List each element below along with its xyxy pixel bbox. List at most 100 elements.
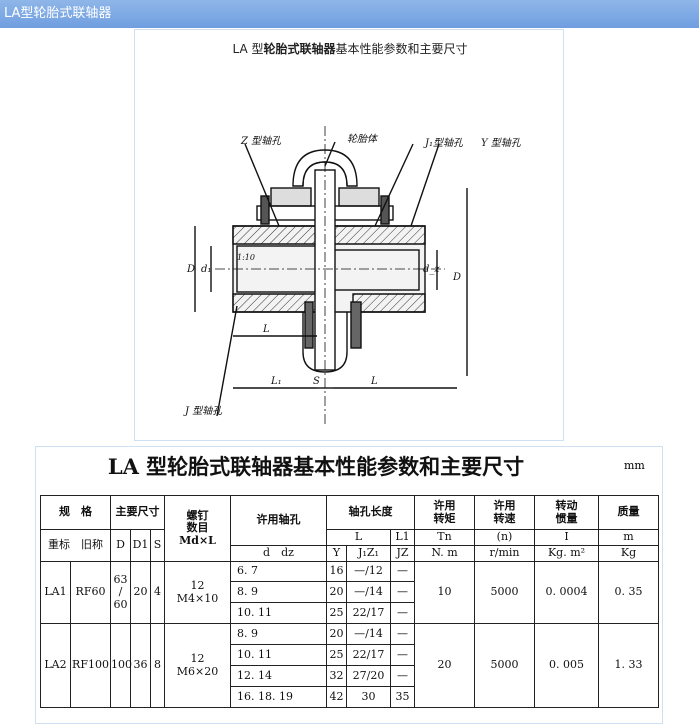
row2-speed: 5000 xyxy=(474,623,535,708)
hdr-torque: 许用 转矩 xyxy=(414,495,475,530)
row2-hole-2-JZ: — xyxy=(390,665,415,687)
row2-D1: 36 xyxy=(130,623,151,708)
row1-hole-1-Y: 20 xyxy=(326,581,347,603)
window-title: LA型轮胎式联轴器 xyxy=(0,0,699,28)
hdr-kgm2: Kg. m² xyxy=(534,545,599,562)
label-D: D xyxy=(187,264,196,275)
hdr-Tn: Tn xyxy=(414,529,475,546)
row1-hole-2-Y: 25 xyxy=(326,602,347,624)
hdr-Nm: N. m xyxy=(414,545,475,562)
row2-bolt: 12 M6×20 xyxy=(164,623,231,708)
label-dz: d_z xyxy=(423,264,440,275)
row2-hole-2-d: 12. 14 xyxy=(230,665,327,687)
hdr-speed: 许用 转速 xyxy=(474,495,535,530)
hdr-rmin: r/min xyxy=(474,545,535,562)
hdr-m: m xyxy=(598,529,659,546)
label-D-right: D xyxy=(453,272,462,283)
page-caption: LA 型轮胎式联轴器基本性能参数和主要尺寸 xyxy=(135,40,565,57)
row1-bolt: 12 M4×10 xyxy=(164,561,231,624)
row2-hole-1-J1Z1: 22/17 xyxy=(346,644,391,666)
row1-D: 63 / 60 xyxy=(110,561,131,624)
label-taper: 1:10 xyxy=(237,253,255,262)
row1-hole-1-JZ: — xyxy=(390,581,415,603)
hdr-inertia: 转动 惯量 xyxy=(534,495,599,530)
label-L-right: L xyxy=(371,376,378,387)
hdr-mass: 质量 xyxy=(598,495,659,530)
row1-D1: 20 xyxy=(130,561,151,624)
row2-S: 8 xyxy=(150,623,165,708)
label-S: S xyxy=(313,376,320,387)
hdr-D1: D1 xyxy=(130,529,151,562)
label-j-hole: J 型轴孔 xyxy=(185,406,223,417)
label-d1: d₁ xyxy=(201,264,212,275)
caption-prefix: LA 型 xyxy=(232,42,264,56)
row1-hole-2-J1Z1: 22/17 xyxy=(346,602,391,624)
hdr-hole: 许用轴孔 xyxy=(230,495,327,546)
hdr-L1: L1 xyxy=(390,529,415,546)
table-unit: mm xyxy=(624,459,645,472)
coupling-drawing xyxy=(194,126,468,426)
hdr-bolt: 螺钉 数目 Md×L xyxy=(164,495,231,562)
row1-inertia: 0. 0004 xyxy=(534,561,599,624)
row2-mass: 1. 33 xyxy=(598,623,659,708)
label-L: L xyxy=(263,324,270,335)
row1-S: 4 xyxy=(150,561,165,624)
row2-hole-3-Y: 42 xyxy=(326,686,347,708)
row2-inertia: 0. 005 xyxy=(534,623,599,708)
hdr-I: I xyxy=(534,529,599,546)
row2-old-name: RF100 xyxy=(70,623,111,708)
row1-speed: 5000 xyxy=(474,561,535,624)
label-tire: 轮胎体 xyxy=(347,134,377,145)
row1-hole-1-J1Z1: —/14 xyxy=(346,581,391,603)
hdr-old-name: 旧称 xyxy=(81,538,103,552)
label-y-hole: Y 型轴孔 xyxy=(481,138,521,149)
hdr-L: L xyxy=(326,529,391,546)
row2-hole-0-J1Z1: —/14 xyxy=(346,623,391,645)
row1-hole-0-JZ: — xyxy=(390,561,415,582)
label-j1-hole: J₁型轴孔 xyxy=(425,138,464,149)
caption-bold: 轮胎式联轴器 xyxy=(263,42,336,56)
row2-D: 100 xyxy=(110,623,132,708)
hdr-JZ: JZ xyxy=(390,545,415,562)
hdr-Y: Y xyxy=(326,545,347,562)
row2-hole-1-d: 10. 11 xyxy=(230,644,327,666)
table-title: LA 型轮胎式联轴器基本性能参数和主要尺寸 xyxy=(107,454,525,479)
hdr-d-dz: d dz xyxy=(230,545,327,562)
hdr-S: S xyxy=(150,529,165,562)
hdr-n: (n) xyxy=(474,529,535,546)
row2-hole-3-J1Z1: 30 xyxy=(346,686,391,708)
row2-torque: 20 xyxy=(414,623,475,708)
hdr-D: D xyxy=(110,529,131,562)
row1-hole-0-Y: 16 xyxy=(326,561,347,582)
hdr-spec: 规 格 xyxy=(40,495,111,530)
row2-hole-3-d: 16. 18. 19 xyxy=(230,686,327,708)
spec-table-panel: LA 型轮胎式联轴器基本性能参数和主要尺寸 mm 规 格 主要尺寸 螺钉 数目 … xyxy=(35,446,663,724)
row2-hole-0-JZ: — xyxy=(390,623,415,645)
row1-hole-2-JZ: — xyxy=(390,602,415,624)
row2-hole-2-J1Z1: 27/20 xyxy=(346,665,391,687)
row1-torque: 10 xyxy=(414,561,475,624)
label-z-hole: Z 型轴孔 xyxy=(241,136,282,147)
row1-hole-1-d: 8. 9 xyxy=(230,581,327,603)
row1-new-std: LA1 xyxy=(40,561,71,624)
row2-hole-2-Y: 32 xyxy=(326,665,347,687)
caption-suffix: 基本性能参数和主要尺寸 xyxy=(335,42,468,56)
row2-hole-0-d: 8. 9 xyxy=(230,623,327,645)
row2-hole-1-Y: 25 xyxy=(326,644,347,666)
hdr-main-size: 主要尺寸 xyxy=(110,495,165,530)
row1-hole-0-J1Z1: —/12 xyxy=(346,561,391,582)
hdr-J1Z1: J₁Z₁ xyxy=(346,545,391,562)
row1-mass: 0. 35 xyxy=(598,561,659,624)
row2-new-std: LA2 xyxy=(40,623,71,708)
row2-hole-0-Y: 20 xyxy=(326,623,347,645)
hdr-new-std: 重标 xyxy=(48,538,70,552)
hdr-hole-len: 轴孔长度 xyxy=(326,495,415,530)
row1-hole-0-d: 6. 7 xyxy=(230,561,327,582)
hdr-kg: Kg xyxy=(598,545,659,562)
row2-hole-3-JZ: 35 xyxy=(390,686,415,708)
drawing-panel: LA 型轮胎式联轴器基本性能参数和主要尺寸 xyxy=(134,29,564,441)
spec-table: 规 格 主要尺寸 螺钉 数目 Md×L 许用轴孔 轴孔长度 许用 转矩 许用 转… xyxy=(40,495,659,708)
row1-hole-2-d: 10. 11 xyxy=(230,602,327,624)
row2-hole-1-JZ: — xyxy=(390,644,415,666)
row1-old-name: RF60 xyxy=(70,561,111,624)
